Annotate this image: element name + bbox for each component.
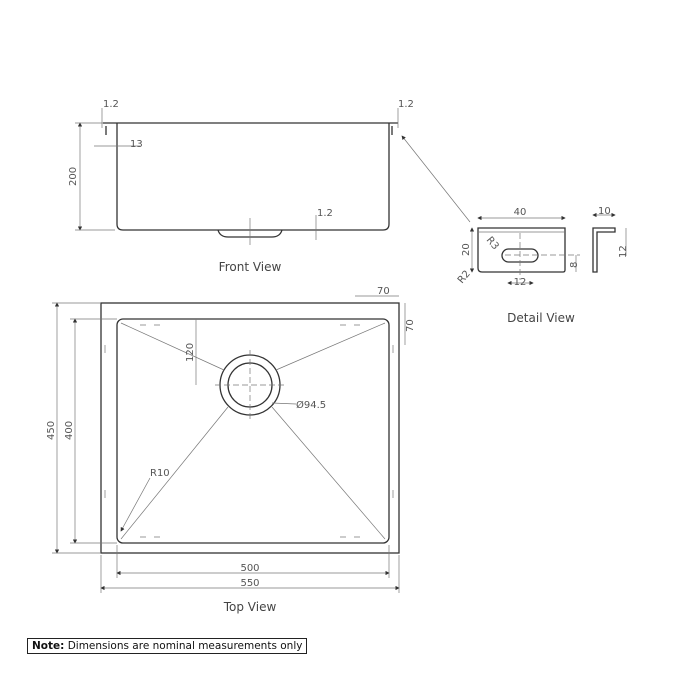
dim-flange-right: 1.2 <box>398 99 414 110</box>
dim-corner-y: 70 <box>405 319 416 332</box>
dim-bracket-width: 40 <box>514 207 527 218</box>
dim-corner-x: 70 <box>377 286 390 297</box>
dim-drain-offset: 120 <box>185 343 196 362</box>
dim-drain-diameter: Ø94.5 <box>296 399 326 411</box>
dim-bottom-thickness: 1.2 <box>317 208 333 219</box>
detail-view-title: Detail View <box>507 311 575 325</box>
dim-side-height: 12 <box>618 245 629 258</box>
top-view: 450 400 500 550 70 70 120 Ø94.5 R10 Top … <box>46 286 416 614</box>
note-label: Note: <box>32 640 65 652</box>
dim-flange-offset: 13 <box>130 139 143 150</box>
dim-slot-radius: R3 <box>484 235 501 252</box>
dim-flange-left: 1.2 <box>103 99 119 110</box>
front-view-title: Front View <box>219 260 282 274</box>
mounting-clips <box>104 324 394 538</box>
front-view: 1.2 1.2 13 200 1.2 Front View <box>68 99 471 274</box>
dimensions-note: Note: Dimensions are nominal measurement… <box>27 638 308 654</box>
dim-inner-height: 400 <box>64 421 75 440</box>
dim-slot-height: 8 <box>569 262 580 268</box>
dim-height: 200 <box>68 167 79 186</box>
dim-inner-width: 500 <box>240 563 259 574</box>
note-text: Dimensions are nominal measurements only <box>67 640 303 652</box>
dim-bracket-height: 20 <box>461 243 472 256</box>
top-view-title: Top View <box>223 600 277 614</box>
dim-outer-width: 550 <box>240 578 259 589</box>
dim-corner-radius: R2 <box>456 269 473 286</box>
dim-slot-length: 12 <box>514 277 527 288</box>
dim-side-width: 10 <box>598 206 611 217</box>
dim-corner-radius: R10 <box>150 468 170 479</box>
dim-outer-height: 450 <box>46 421 57 440</box>
detail-view: 40 20 R3 R2 12 8 10 12 Detail View <box>456 206 629 325</box>
